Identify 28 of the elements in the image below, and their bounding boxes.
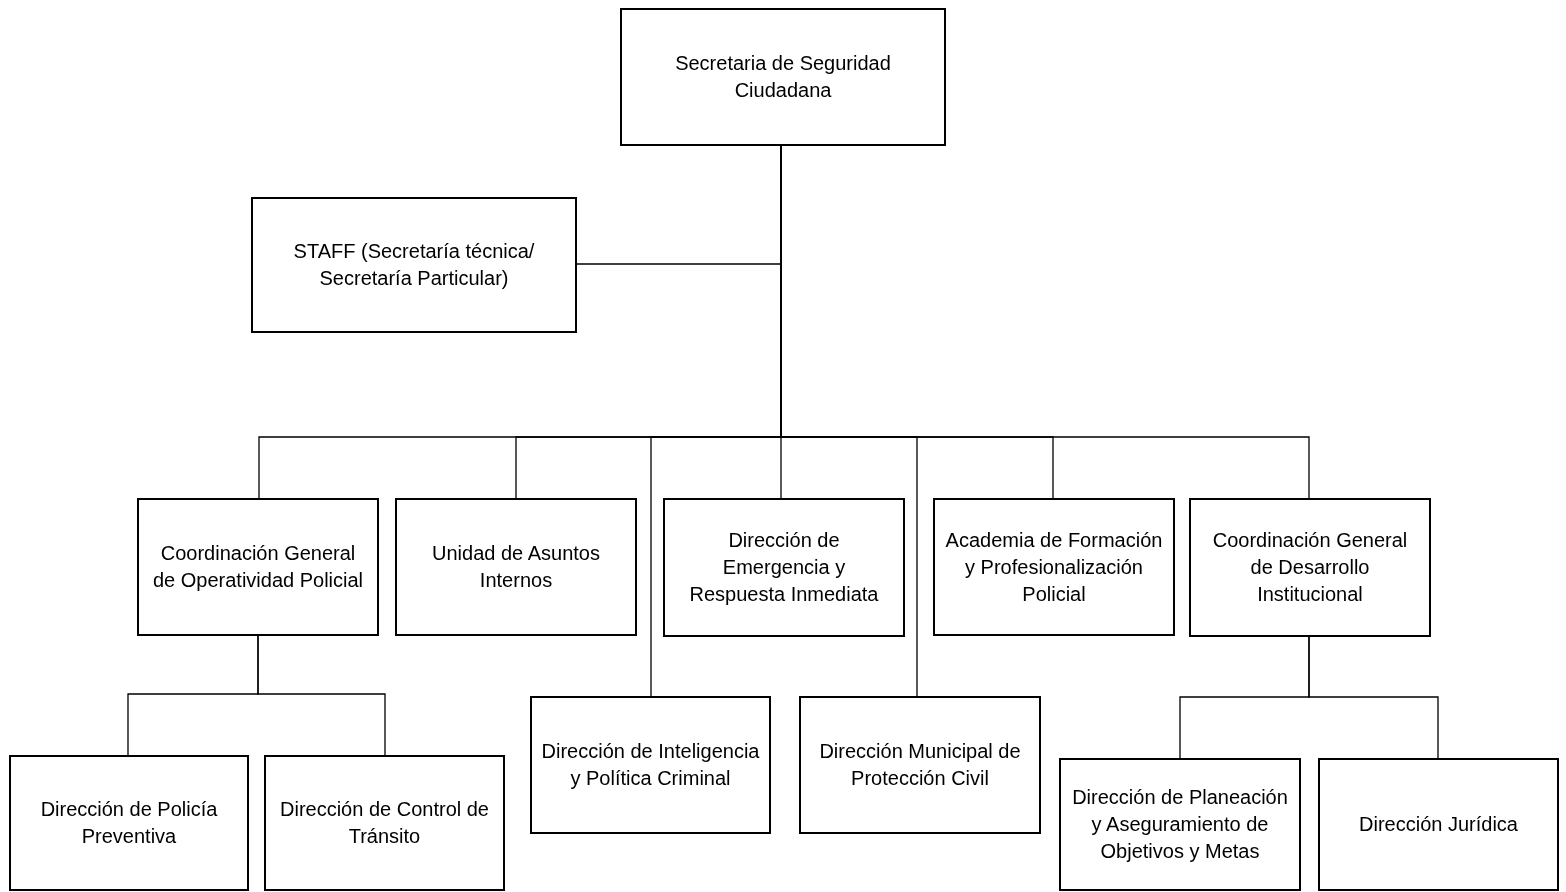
unit-name: Dirección de Control de Tránsito — [279, 797, 490, 849]
unit-name: Coordinación General de Operatividad Policial — [151, 541, 365, 593]
unit-name: Unidad de Asuntos Internos — [431, 541, 601, 593]
org-box — [530, 696, 771, 834]
org-box — [251, 197, 577, 333]
unit-name: Dirección de Emergencia y Respuesta Inmediata — [688, 528, 880, 607]
org-box — [137, 498, 379, 636]
unit-name: Secretaria de Seguridad Ciudadana — [674, 51, 892, 103]
unit-name: Dirección Jurídica — [1359, 812, 1518, 837]
unit-name: Dirección de Policía Preventiva — [39, 797, 219, 849]
org-box — [620, 8, 946, 146]
org-box — [9, 755, 249, 891]
org-box — [799, 696, 1041, 834]
unit-name: Coordinación General de Desarrollo Institucional — [1211, 528, 1409, 607]
unit-name: Academia de Formación y Profesionalización Policial — [944, 527, 1164, 607]
connector-line — [257, 635, 386, 756]
org-box — [395, 498, 637, 636]
org-box — [1189, 498, 1431, 637]
org-box — [1318, 758, 1559, 891]
connector-line — [1308, 636, 1439, 759]
org-box — [663, 498, 905, 637]
org-box — [1059, 758, 1301, 891]
unit-name: Dirección de Inteligencia y Política Criminal — [540, 739, 761, 791]
org-box — [264, 755, 505, 891]
unit-name: STAFF (Secretaría técnica/ Secretaría Particular) — [292, 239, 536, 291]
unit-name: Dirección Municipal de Protección Civil — [818, 739, 1022, 791]
unit-name: Dirección de Planeación y Aseguramiento de Objetivos y Metas — [1071, 785, 1289, 864]
org-box — [933, 498, 1175, 636]
